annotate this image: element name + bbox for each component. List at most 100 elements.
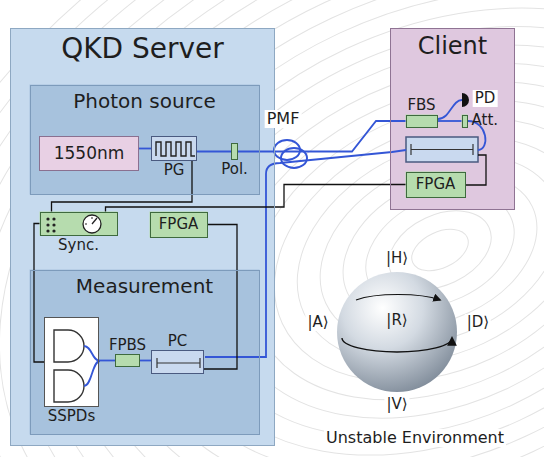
detector-symbol	[54, 370, 84, 402]
bloch-sphere	[337, 272, 457, 392]
box-title: Photon source	[73, 90, 216, 113]
fpga-box: FPGA	[406, 172, 466, 198]
client-pc-box	[406, 137, 478, 162]
attenuator: Att.	[462, 115, 468, 128]
sync-icon	[46, 229, 49, 232]
optical-fiber	[139, 148, 151, 150]
state-label: |R⟩	[384, 312, 409, 329]
detector-symbol	[54, 330, 84, 402]
polarizer: Pol.	[231, 143, 238, 160]
bloch-sphere	[337, 272, 457, 392]
box-fill	[151, 136, 197, 161]
control-wire	[34, 224, 44, 363]
module-box: SSPDs FPBS PC Measurement	[30, 270, 260, 435]
box-fill	[406, 172, 466, 198]
sync-icon	[52, 217, 55, 220]
bloch-sphere	[342, 338, 452, 352]
component-label: FPBS	[109, 337, 146, 354]
sync-icon	[83, 215, 101, 233]
box-fill	[231, 143, 238, 160]
control-wire	[466, 155, 486, 185]
box-fill	[30, 85, 260, 195]
pulse-icon	[156, 142, 195, 156]
server-enclosure: 1550nmPGPol.Photon sourceSync.FPGASSPDsF…	[10, 28, 275, 446]
caption-note: Unstable Environment	[324, 429, 506, 447]
illustration	[46, 93, 486, 402]
component-label: FPGA	[416, 176, 456, 193]
fiber-split	[84, 346, 100, 361]
photodiode-symbol	[462, 93, 469, 107]
control-wire	[106, 185, 406, 212]
box-fill	[115, 354, 140, 367]
fiber	[438, 100, 462, 119]
box-title: Measurement	[76, 275, 213, 298]
optical-fiber	[140, 360, 151, 362]
beam-splitter: FPBS	[115, 354, 140, 367]
sync-icon	[52, 229, 55, 232]
component-label: FBS	[407, 97, 435, 114]
fiber-coil	[274, 140, 307, 168]
component-label: Att.	[472, 112, 499, 129]
box-title: QKD Server	[61, 33, 224, 65]
box-fill	[44, 317, 99, 407]
sync-icon	[46, 215, 101, 233]
state-label: |V⟩	[384, 396, 409, 413]
state-label: |A⟩	[305, 314, 330, 331]
sync-box: Sync.	[40, 212, 118, 236]
box-fill	[40, 212, 118, 236]
pulse-generator: PG	[151, 136, 197, 161]
client-pc-box	[411, 149, 473, 150]
component-label: PC	[168, 333, 188, 350]
beam-splitter: FBS	[406, 115, 438, 128]
texture-line	[232, 68, 544, 433]
pc-icon	[157, 362, 200, 363]
state-label: |D⟩	[465, 314, 491, 331]
detector-box: SSPDs	[44, 317, 99, 407]
sync-icon	[92, 217, 93, 219]
pc-icon	[157, 358, 200, 368]
sync-icon	[46, 223, 49, 226]
bloch-sphere	[356, 295, 440, 300]
sync-icon	[46, 217, 49, 220]
fiber-split	[84, 346, 100, 386]
optical-fiber	[238, 121, 406, 152]
box-fill	[406, 115, 438, 128]
texture-line	[405, 221, 475, 279]
optical-fiber	[197, 151, 231, 153]
state-label: |H⟩	[384, 250, 410, 267]
box-fill	[390, 28, 515, 210]
optical-fiber	[99, 360, 115, 362]
pc-box: PC	[151, 350, 204, 374]
fiber-split	[84, 361, 100, 386]
sync-icon	[85, 224, 87, 225]
component-label: PG	[164, 162, 185, 179]
control-wire	[52, 161, 193, 212]
client-enclosure: FBS Att. FPGA Client	[390, 28, 515, 210]
component-label: Sync.	[58, 237, 99, 254]
component-label: FPGA	[159, 216, 199, 233]
fpga-box: FPGA	[150, 212, 208, 238]
box-fill	[39, 136, 139, 171]
sync-icon	[52, 223, 55, 226]
component-label: 1550nm	[54, 144, 125, 164]
optical-fiber	[438, 120, 462, 122]
box-fill	[462, 115, 468, 128]
box-fill	[30, 270, 260, 435]
box-fill	[151, 350, 204, 374]
box-fills	[10, 28, 515, 446]
box-title: Client	[418, 33, 487, 61]
component-label: PD	[473, 90, 498, 107]
component-label: Pol.	[221, 161, 248, 178]
